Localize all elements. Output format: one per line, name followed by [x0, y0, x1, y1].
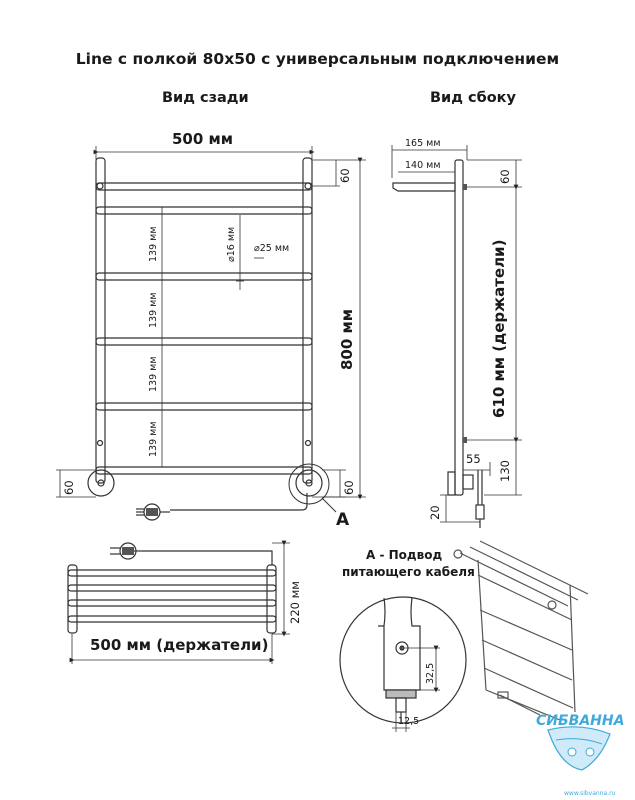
tube-small-label: 16 мм [226, 226, 237, 257]
detail-height-label: 32,5 [425, 662, 436, 684]
top-depth-label: 220 мм [288, 581, 302, 624]
iso-sketch [453, 540, 589, 721]
left-upright [95, 157, 106, 484]
side-upright [454, 159, 464, 496]
rungs [95, 182, 313, 475]
detail-a [339, 596, 467, 724]
rear-view-heading: Вид сзади [162, 90, 249, 106]
shelf-arm [392, 182, 456, 192]
bottom-right-offset-label: 60 [342, 480, 356, 495]
side-floor-label: 20 [428, 505, 442, 520]
side-view-heading: Вид сбоку [430, 90, 516, 106]
detail-marker-a: А [336, 510, 350, 530]
page-title: Line с полкой 80х50 с универсальным подк… [75, 50, 560, 68]
diameter-icon: ⌀ [226, 256, 237, 262]
rear-view [87, 157, 337, 521]
detail-width-label: 12,5 [398, 716, 420, 727]
rear-width-label: 500 мм [172, 130, 234, 148]
top-width-label: 500 мм (держатели) [90, 636, 269, 654]
detail-dimensions [392, 645, 440, 732]
side-dimensions [391, 145, 522, 523]
detail-title-line2: питающего кабеля [342, 565, 475, 579]
top-dimensions [69, 540, 290, 664]
rung-step-label-4: 139 мм [148, 421, 159, 458]
detail-title-line1: А - Подвод [366, 548, 443, 562]
tube-large-label: 25 мм [259, 243, 290, 254]
rear-dimensions [56, 146, 366, 500]
rung-step-label-1: 139 мм [148, 226, 159, 263]
bottom-left-connector [87, 469, 115, 497]
diameter-icon: ⌀ [254, 243, 260, 254]
rear-top-offset-label: 60 [338, 168, 352, 183]
rear-height-label: 800 мм [338, 308, 356, 370]
side-view [392, 159, 485, 528]
side-depth-bottom-label: 55 [466, 452, 481, 466]
side-bottom-offset-label: 130 [498, 460, 512, 482]
side-depth-shelf-label: 140 мм [405, 160, 441, 171]
rung-step-label-2: 139 мм [148, 292, 159, 329]
brand-name: СИБВАННА [536, 713, 625, 729]
rung-step-label-3: 139 мм [148, 356, 159, 393]
side-holders-label: 610 мм (держатели) [490, 239, 508, 418]
side-top-offset-label: 60 [498, 169, 512, 184]
bottom-right-connector [295, 469, 323, 497]
side-depth-total-label: 165 мм [405, 138, 441, 149]
top-view [67, 542, 277, 634]
right-upright [302, 157, 313, 484]
bottom-left-offset-label: 60 [62, 480, 76, 495]
brand-logo [547, 726, 611, 771]
brand-site: www.sibvanna.ru [564, 790, 616, 797]
tube-large-diameter: ⌀25 мм [254, 243, 289, 254]
tube-small-diameter: ⌀16 мм [226, 227, 237, 262]
